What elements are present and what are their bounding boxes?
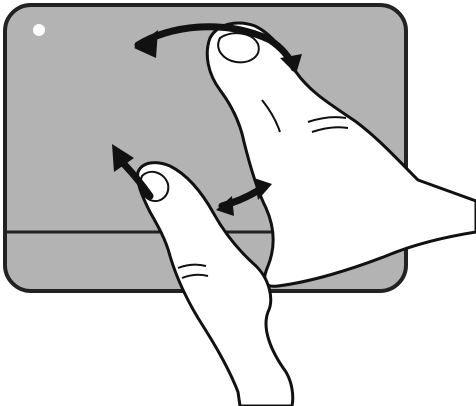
indicator-light xyxy=(33,24,45,36)
